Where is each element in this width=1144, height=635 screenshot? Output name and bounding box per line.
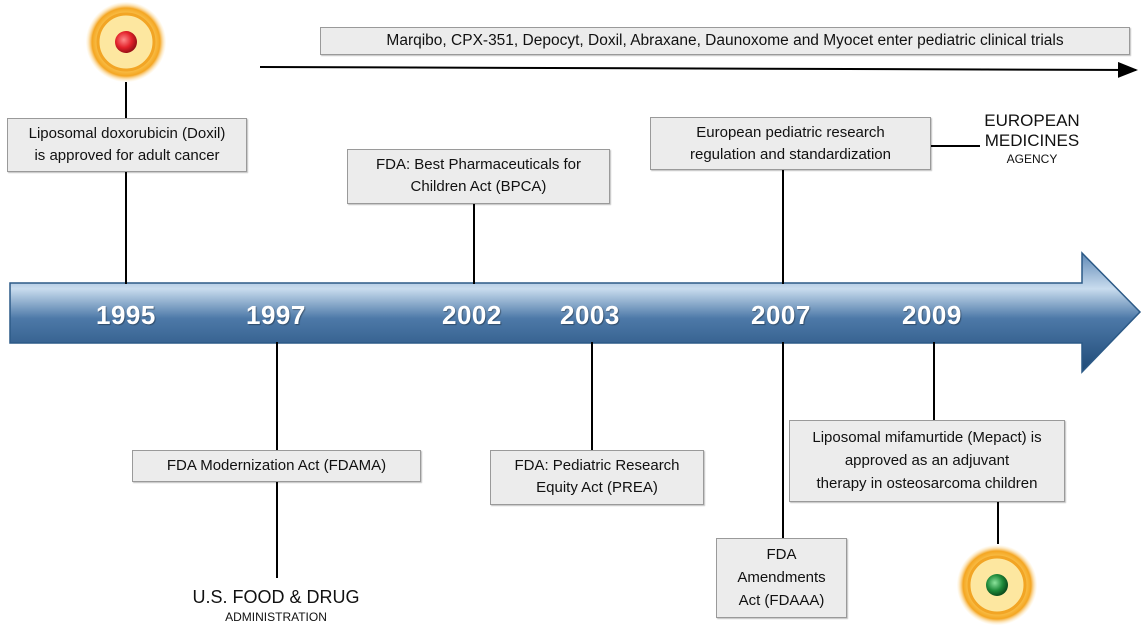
connector-2009: [933, 342, 935, 420]
event-fdaaa-box: FDA Amendments Act (FDAAA): [716, 538, 847, 618]
event-text: approved as an adjuvant: [844, 452, 1010, 469]
connector-1995: [125, 82, 127, 118]
pediatric-trials-text: Marqibo, CPX-351, Depocyt, Doxil, Abraxa…: [386, 32, 1064, 49]
event-text: is approved for adult cancer: [34, 147, 220, 164]
connector-ema: [930, 145, 980, 147]
trials-arrow: [259, 61, 1138, 78]
event-prea-box: FDA: Pediatric Research Equity Act (PREA…: [490, 450, 704, 505]
connector-1997: [276, 342, 278, 450]
ema-logo-line3: AGENCY: [1006, 152, 1058, 166]
ema-logo-line2: MEDICINES: [984, 131, 1080, 150]
event-text: FDA Modernization Act (FDAMA): [166, 457, 387, 474]
event-text: Liposomal mifamurtide (Mepact) is: [812, 429, 1042, 446]
fda-logo-line1: U.S. FOOD & DRUG: [192, 587, 360, 607]
connector-2009-lower: [997, 502, 999, 544]
connector-2003: [591, 342, 593, 450]
event-bpca-box: FDA: Best Pharmaceuticals for Children A…: [347, 149, 610, 204]
connector-1995-lower: [125, 172, 127, 284]
fda-logo-line2: ADMINISTRATION: [225, 610, 327, 624]
event-text: Amendments: [737, 569, 826, 586]
event-text: regulation and standardization: [690, 146, 891, 163]
event-text: Equity Act (PREA): [536, 479, 658, 496]
event-text: FDA: [766, 546, 797, 563]
event-text: Liposomal doxorubicin (Doxil): [28, 125, 226, 142]
connector-2002: [473, 204, 475, 284]
connector-1997-lower: [276, 482, 278, 578]
event-text: FDA: Best Pharmaceuticals for: [375, 156, 582, 173]
fda-logo: U.S. FOOD & DRUG ADMINISTRATION: [176, 586, 376, 626]
year-label: 2009: [902, 300, 962, 330]
pediatric-trials-box: Marqibo, CPX-351, Depocyt, Doxil, Abraxa…: [320, 27, 1130, 55]
ema-logo-line1: EUROPEAN: [984, 111, 1080, 130]
liposome-red-icon: [86, 2, 166, 82]
event-text: Children Act (BPCA): [410, 178, 547, 195]
liposome-green-icon: [957, 545, 1037, 625]
year-label: 2002: [442, 300, 502, 330]
event-text: European pediatric research: [696, 124, 885, 141]
year-label: 1995: [96, 300, 156, 330]
connector-2007: [782, 170, 784, 284]
year-label: 1997: [246, 300, 306, 330]
event-text: FDA: Pediatric Research: [514, 457, 680, 474]
event-fdama-box: FDA Modernization Act (FDAMA): [132, 450, 421, 482]
timeline-arrow: [9, 251, 1142, 374]
event-text: therapy in osteosarcoma children: [816, 475, 1038, 492]
ema-logo: EUROPEAN MEDICINES AGENCY: [972, 111, 1092, 167]
event-ema-regulation-box: European pediatric research regulation a…: [650, 117, 931, 170]
event-text: Act (FDAAA): [738, 592, 825, 609]
year-label: 2003: [560, 300, 620, 330]
event-mepact-box: Liposomal mifamurtide (Mepact) is approv…: [789, 420, 1065, 502]
year-label: 2007: [751, 300, 811, 330]
connector-2007-lower: [782, 342, 784, 538]
event-doxil-box: Liposomal doxorubicin (Doxil) is approve…: [7, 118, 247, 172]
